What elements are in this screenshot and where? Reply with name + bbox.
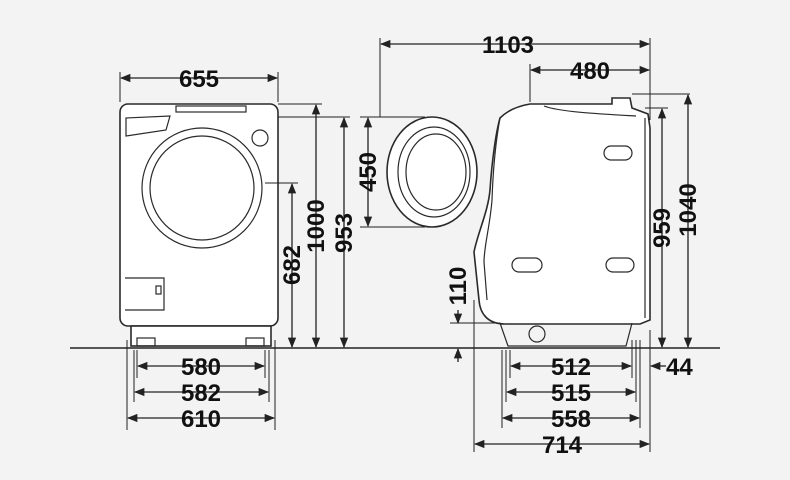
front-foot-left bbox=[136, 337, 156, 347]
door-glass bbox=[405, 133, 467, 211]
door-outer bbox=[386, 116, 478, 228]
front-door-height-label: 682 bbox=[279, 245, 306, 285]
front-view bbox=[119, 103, 279, 347]
front-knob bbox=[251, 129, 269, 147]
side-front-curve bbox=[483, 117, 501, 301]
side-depth-label: 714 bbox=[542, 432, 583, 459]
side-depth-open-label: 1103 bbox=[482, 32, 534, 59]
side-rear-offset-label: 44 bbox=[666, 354, 693, 381]
side-base-558-label: 558 bbox=[551, 406, 591, 433]
front-width-label: 655 bbox=[179, 66, 219, 93]
side-base-512-label: 512 bbox=[551, 354, 591, 381]
front-body-height-label: 953 bbox=[331, 213, 358, 253]
door-open-view bbox=[386, 116, 478, 228]
front-base bbox=[130, 325, 272, 347]
side-handle-bottom-right bbox=[605, 257, 635, 273]
front-door-inner bbox=[149, 135, 255, 241]
side-handle-bottom-left bbox=[511, 257, 543, 273]
side-view bbox=[473, 97, 651, 347]
side-base bbox=[499, 322, 633, 347]
side-drain-port bbox=[528, 325, 546, 343]
side-extension-lines bbox=[379, 38, 690, 452]
front-foot-outer-label: 610 bbox=[181, 406, 221, 433]
side-top-edge bbox=[543, 105, 637, 117]
front-top-panel bbox=[175, 105, 247, 113]
front-door-outer bbox=[141, 127, 263, 249]
front-height-label: 1000 bbox=[303, 199, 330, 252]
side-height-label: 1040 bbox=[675, 183, 702, 236]
front-foot-inner-label: 580 bbox=[181, 354, 221, 381]
door-diameter-label: 450 bbox=[355, 152, 382, 192]
side-body bbox=[473, 97, 651, 325]
front-foot-mid-label: 582 bbox=[181, 380, 221, 407]
door-inner bbox=[397, 126, 471, 218]
front-foot-right bbox=[245, 337, 265, 347]
side-body-height-label: 959 bbox=[649, 208, 676, 248]
side-depth-top-label: 480 bbox=[570, 58, 610, 85]
front-filter-knob bbox=[155, 285, 162, 295]
side-clearance-label: 110 bbox=[445, 267, 472, 306]
side-base-515-label: 515 bbox=[551, 380, 591, 407]
side-handle-top bbox=[603, 145, 633, 161]
front-control-panel bbox=[125, 115, 171, 137]
front-body bbox=[119, 103, 279, 327]
front-filter-cover bbox=[125, 277, 165, 311]
